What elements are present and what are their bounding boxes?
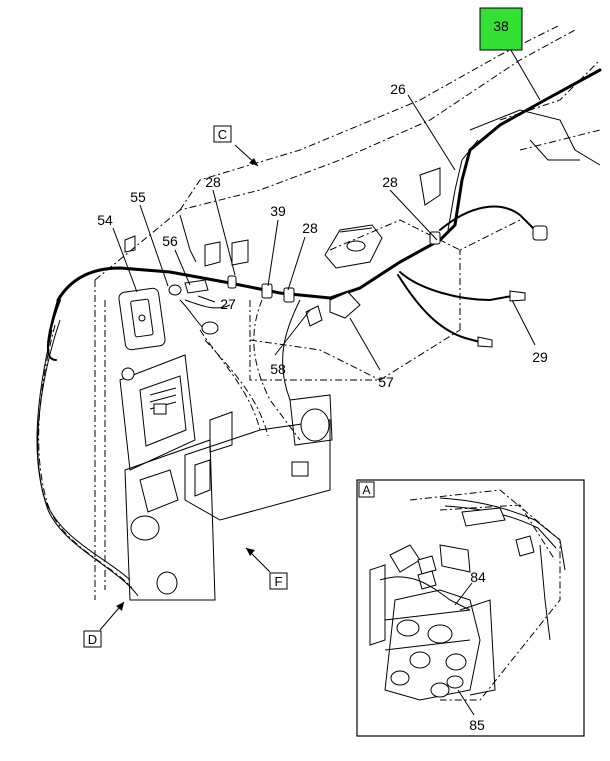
callout-labels: 38 26 28 28 39 28 55 54 56 27 58 57 29 <box>97 7 548 390</box>
callout-28-mid[interactable]: 28 <box>302 220 318 236</box>
frame-outline <box>94 24 601 600</box>
control-box <box>119 354 333 601</box>
view-d-box <box>83 630 102 648</box>
branch-wires-29 <box>397 205 548 348</box>
switch-assembly <box>118 279 231 351</box>
connector-plug <box>532 225 548 241</box>
callout-58[interactable]: 58 <box>270 361 286 377</box>
main-harness <box>46 68 602 361</box>
view-labels: C D F <box>83 125 288 648</box>
callout-28-right[interactable]: 28 <box>382 174 398 190</box>
callout-85[interactable]: 85 <box>469 717 485 733</box>
detail-a-inset: A 84 85 <box>356 479 585 737</box>
leader-lines <box>99 39 541 631</box>
secondary-wires <box>199 299 301 441</box>
callout-54[interactable]: 54 <box>97 212 113 228</box>
callout-84[interactable]: 84 <box>470 569 486 585</box>
view-f-box <box>269 572 288 590</box>
harness-clips <box>227 231 441 327</box>
detail-a-tag-box <box>358 481 375 498</box>
left-drop-wires <box>36 319 139 597</box>
view-c-label[interactable]: C <box>218 127 227 142</box>
view-c-box <box>213 125 232 143</box>
bracket <box>204 167 441 269</box>
callout-55[interactable]: 55 <box>130 189 146 205</box>
callout-56[interactable]: 56 <box>162 233 178 249</box>
callout-28-top[interactable]: 28 <box>205 174 221 190</box>
callout-38[interactable]: 38 <box>493 18 509 34</box>
callout-29[interactable]: 29 <box>532 349 548 365</box>
callout-27[interactable]: 27 <box>220 296 236 312</box>
view-f-label[interactable]: F <box>275 574 283 589</box>
callout-39[interactable]: 39 <box>270 203 286 219</box>
callout-38-highlight[interactable] <box>479 7 523 51</box>
detail-a-tag[interactable]: A <box>362 483 370 497</box>
view-d-label[interactable]: D <box>88 632 97 647</box>
callout-26[interactable]: 26 <box>390 81 406 97</box>
callout-57[interactable]: 57 <box>378 374 394 390</box>
